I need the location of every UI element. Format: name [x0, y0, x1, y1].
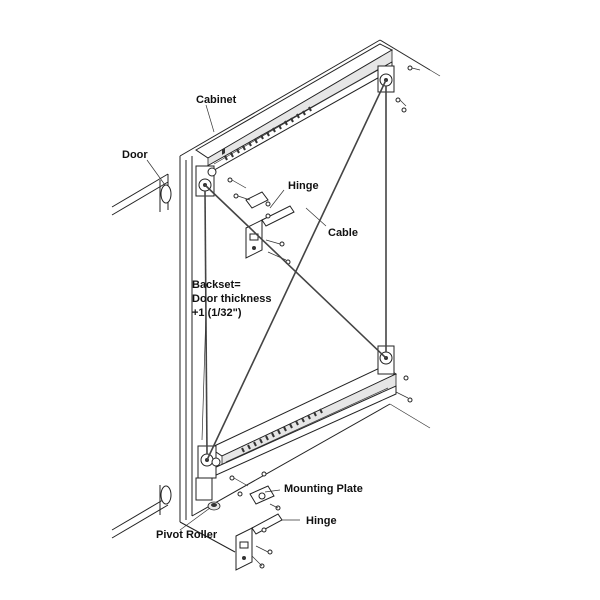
label-hinge-bottom: Hinge: [306, 515, 337, 527]
cable-lines: [204, 79, 387, 461]
bottom-hinge: [235, 489, 300, 571]
label-mounting-plate: Mounting Plate: [284, 483, 363, 495]
backset-leader: [201, 311, 207, 441]
label-hinge-top: Hinge: [288, 180, 319, 192]
cabinet-outline: [179, 39, 441, 553]
door-panel: [111, 159, 172, 539]
bottom-slide-rail: [195, 345, 413, 511]
top-slide-rail: [195, 43, 421, 197]
label-cable: Cable: [328, 227, 358, 239]
pivot-roller-leader: [179, 507, 211, 531]
top-hinge: [227, 177, 295, 265]
label-backset-line3: +1 (1/32"): [192, 307, 242, 319]
label-backset-line1: Backset=: [192, 279, 241, 291]
label-cabinet: Cabinet: [196, 94, 237, 106]
label-backset-line2: Door thickness: [192, 293, 271, 305]
label-pivot-roller: Pivot Roller: [156, 529, 218, 541]
mounting-plate-assembly: [229, 471, 281, 511]
label-door: Door: [122, 149, 148, 161]
